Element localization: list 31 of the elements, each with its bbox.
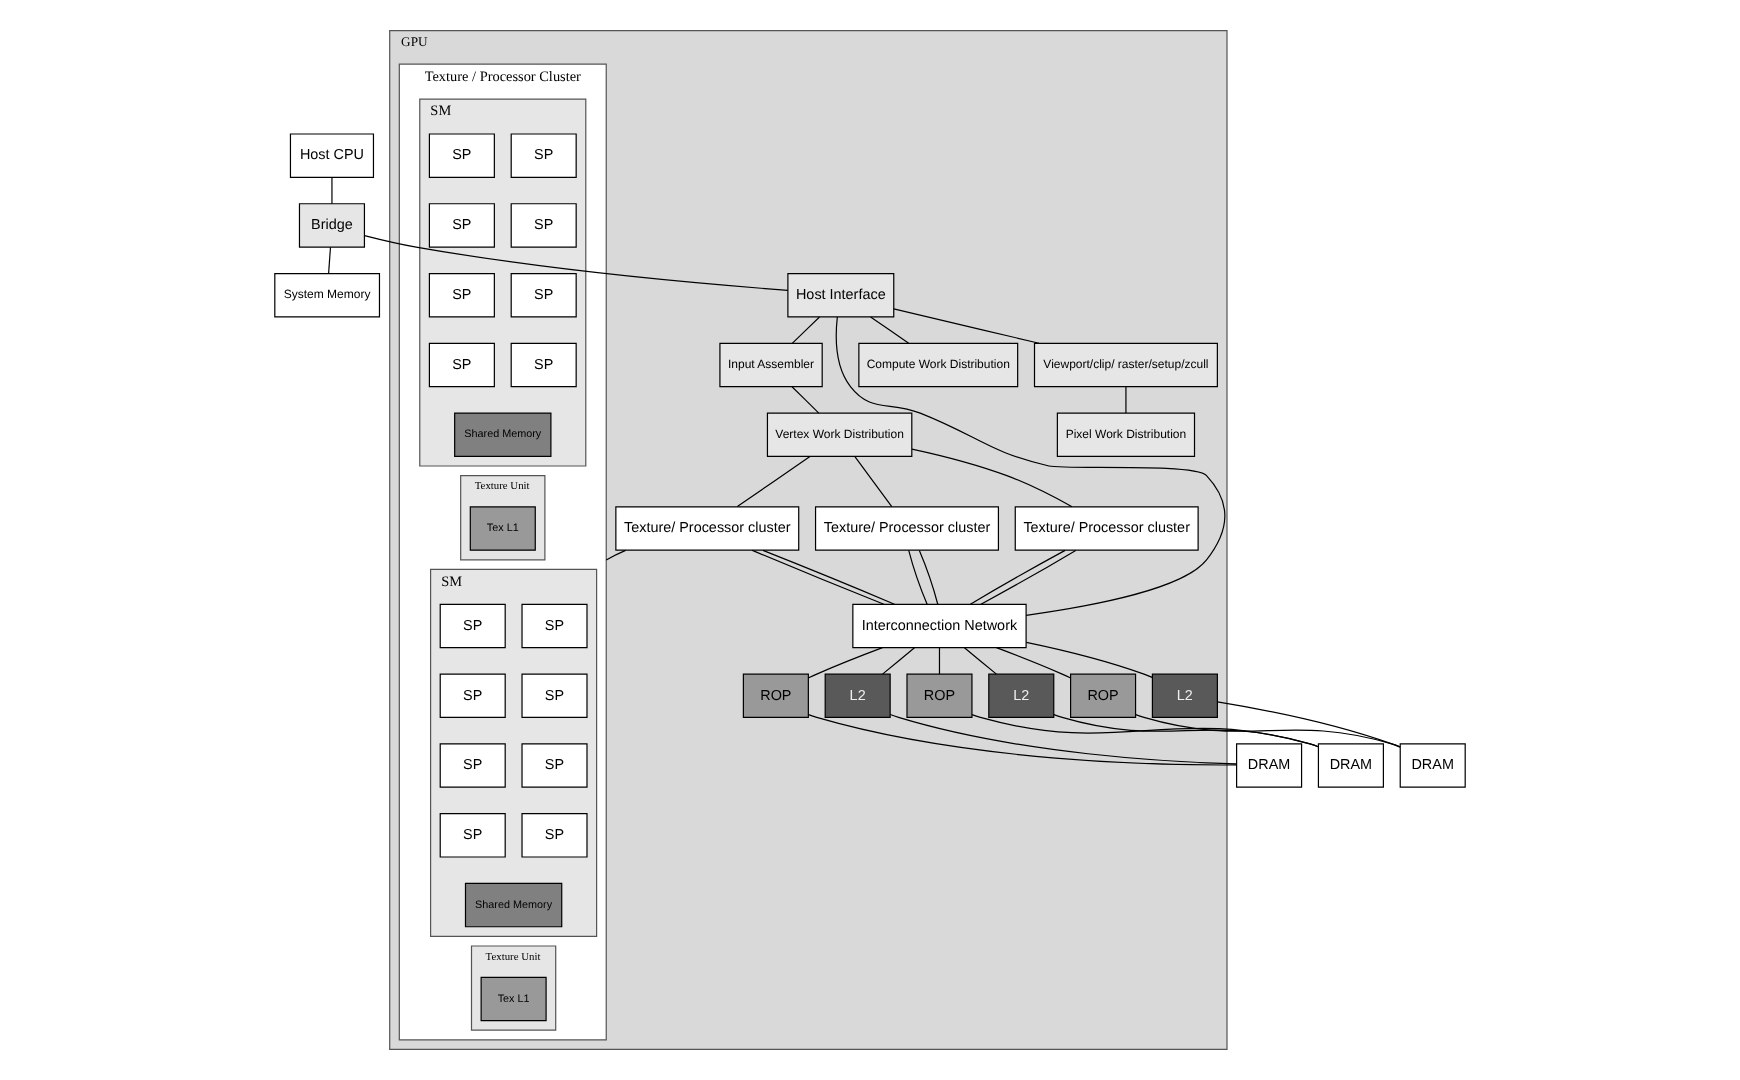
connector [995,647,1071,679]
connector [835,316,1226,616]
connector [1216,701,1401,748]
connector [918,549,939,605]
connector [889,713,1237,765]
connector [854,456,893,508]
connector [328,246,332,275]
connector [938,647,941,675]
connector [893,308,1040,344]
connector [911,448,1073,508]
connector [762,549,896,605]
connector [751,549,885,605]
connector [363,234,789,291]
connector [1125,386,1127,414]
connector [980,549,1077,605]
connector [808,647,884,679]
connector [881,647,916,675]
connector [969,549,1066,605]
connector [963,647,998,675]
connector [331,176,333,205]
connector [971,714,1319,748]
connector [1053,713,1319,748]
connector [870,316,910,344]
connector [1135,713,1401,748]
connector [791,386,820,414]
connector [807,713,1238,766]
connector [908,549,928,605]
connector [736,455,811,508]
connector [1025,641,1153,678]
connector [791,316,821,344]
connector [605,549,627,561]
